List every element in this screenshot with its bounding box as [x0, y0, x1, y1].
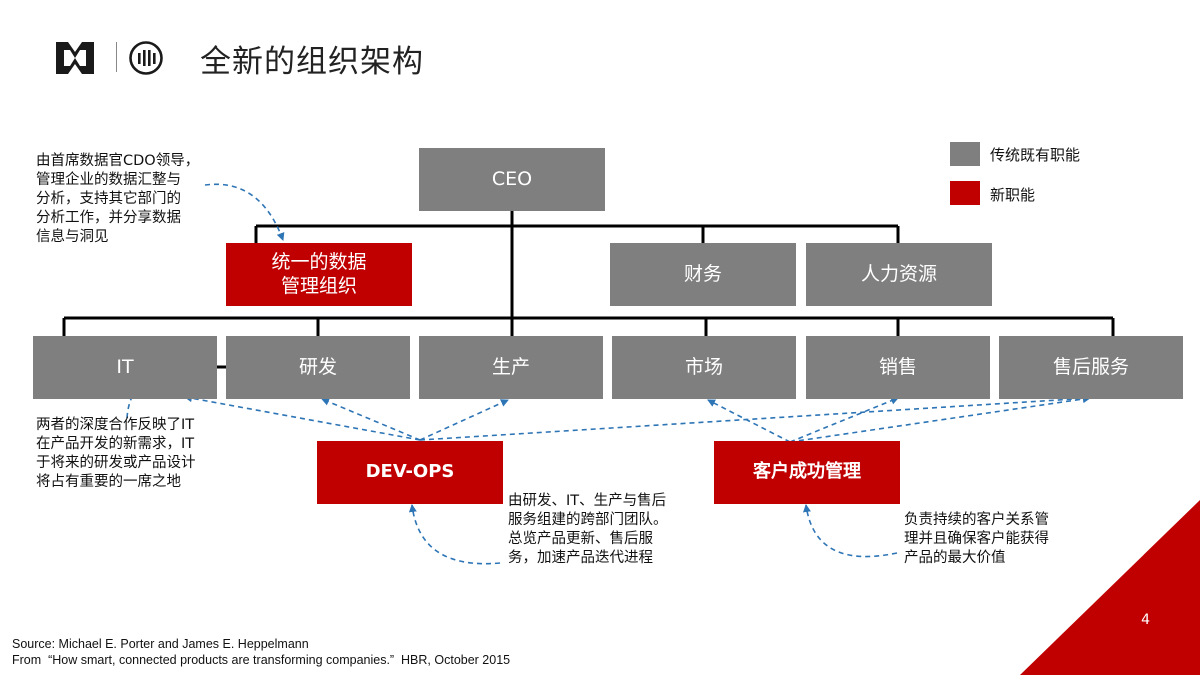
finance-box: 财务: [610, 243, 796, 306]
customer-success-box: 客户成功管理: [714, 441, 900, 504]
hr-box: 人力资源: [806, 243, 992, 306]
it-box: IT: [33, 336, 217, 399]
sales-box: 销售: [806, 336, 990, 399]
devops-box: DEV-OPS: [317, 441, 503, 504]
after-sales-box: 售后服务: [999, 336, 1183, 399]
legend-new-label: 新职能: [990, 186, 1036, 204]
logo-separator: [116, 42, 117, 72]
devops-note: 由研发、IT、生产与售后 服务组建的跨部门团队。 总览产品更新、售后服 务，加速…: [508, 493, 668, 566]
ceo-box: CEO: [419, 148, 605, 211]
data-management-org-box: 统一的数据 管理组织: [226, 243, 412, 306]
marketing-box: 市场: [612, 336, 796, 399]
legend-traditional-label: 传统既有职能: [990, 146, 1081, 164]
source-line: Source: Michael E. Porter and James E. H…: [12, 637, 309, 651]
customer-success-note: 负责持续的客户关系管 理并且确保客户能获得 产品的最大价值: [904, 512, 1049, 566]
page-title: 全新的组织架构: [200, 44, 424, 80]
corner-triangle-decoration: [1020, 500, 1200, 675]
data-management-org-label: 统一的数据 管理组织: [271, 250, 367, 297]
source-reference: From “How smart, connected products are …: [12, 653, 511, 667]
legend-traditional-swatch: [950, 142, 980, 166]
production-box: 生产: [419, 336, 603, 399]
rd-box: 研发: [226, 336, 410, 399]
cdo-note: 由首席数据官CDO领导， 管理企业的数据汇整与 分析，支持其它部门的 分析工作，…: [36, 153, 200, 245]
company-logo-icon: [52, 38, 98, 78]
page-number: 4: [1141, 612, 1150, 628]
it-rd-note: 两者的深度合作反映了IT 在产品开发的新需求，IT 于将来的研发或产品设计 将占…: [36, 417, 196, 490]
brand-circle-icon: [128, 40, 164, 76]
legend-new-swatch: [950, 181, 980, 205]
